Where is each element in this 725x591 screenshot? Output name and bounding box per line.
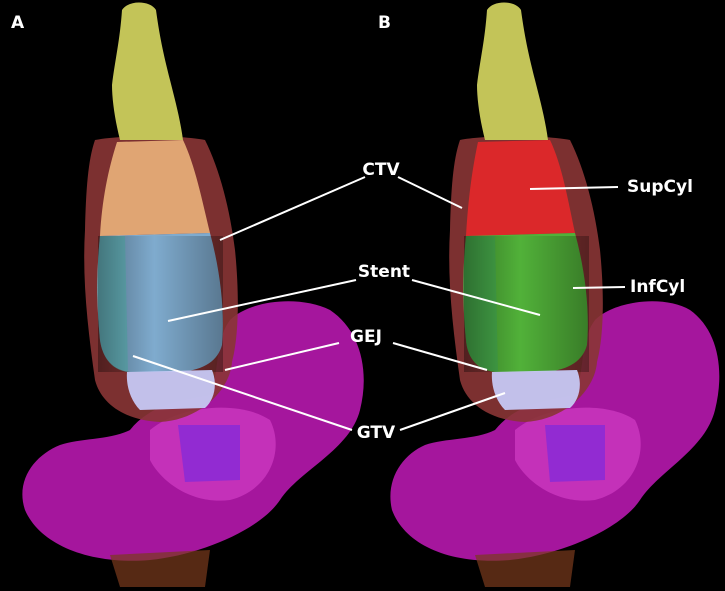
gej-region-b [492, 370, 580, 410]
panel-a [22, 3, 363, 588]
label-supcyl: SupCyl [627, 177, 693, 197]
lower-tissue-a [110, 550, 210, 587]
label-stent: Stent [358, 262, 410, 282]
lower-tissue-b [475, 550, 575, 587]
infcyl-leader-b [573, 287, 625, 288]
panel-letter-a: A [11, 13, 25, 33]
esophagus-a [112, 3, 183, 141]
gtv-core-b [545, 425, 605, 482]
label-gtv: GTV [357, 423, 396, 443]
infcyl-shade-b [464, 236, 589, 372]
label-infcyl: InfCyl [630, 277, 685, 297]
label-gej: GEJ [350, 327, 382, 347]
gej-region-a [127, 370, 215, 410]
esophagus-b [477, 3, 548, 141]
gtv-core-a [178, 425, 240, 482]
stent-shade-a [98, 236, 223, 372]
panel-letter-b: B [378, 13, 391, 33]
label-ctv: CTV [362, 160, 400, 180]
ctv-leader-a [220, 177, 365, 240]
